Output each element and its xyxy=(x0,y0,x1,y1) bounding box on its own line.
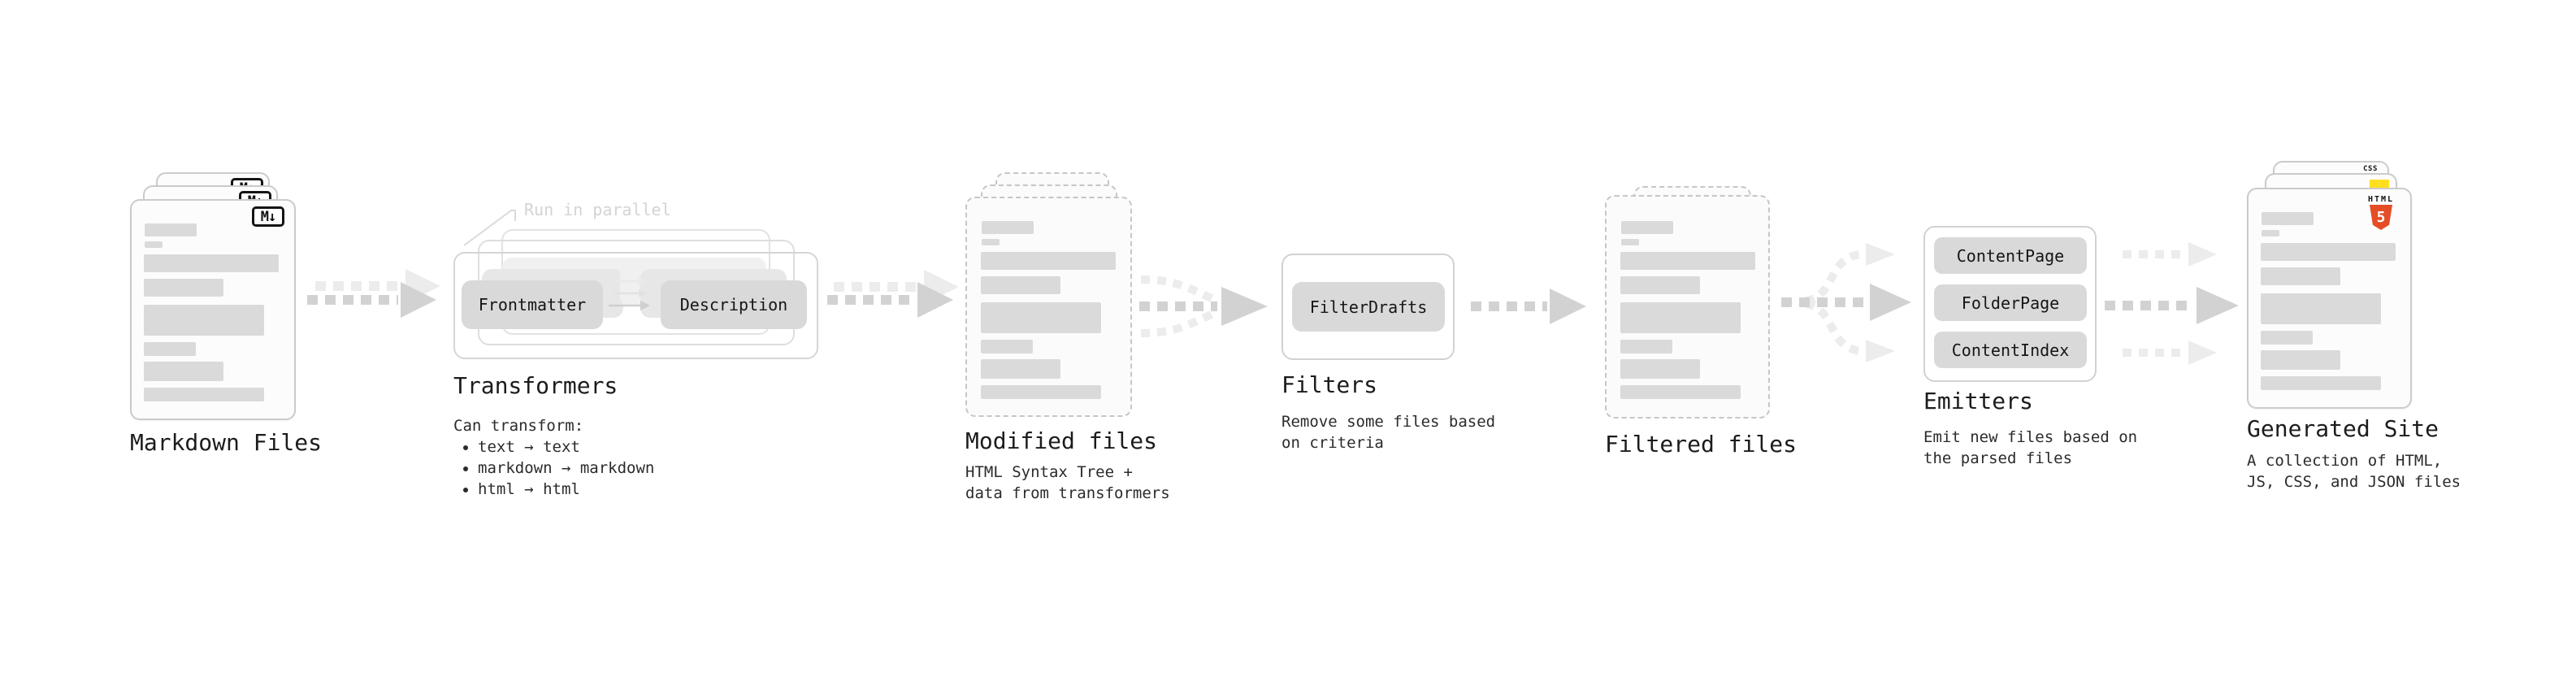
content-line xyxy=(144,305,264,336)
content-line xyxy=(1621,221,1673,234)
generated-html-card: HTML 5 xyxy=(2247,188,2412,409)
content-line xyxy=(1621,239,1639,245)
html5-icon-shield: 5 xyxy=(2370,205,2392,230)
js-icon xyxy=(2370,180,2389,190)
content-line xyxy=(1620,276,1700,294)
content-line xyxy=(982,239,1000,245)
content-line xyxy=(145,223,197,236)
arrow-modified-to-filters xyxy=(1139,275,1268,337)
content-line xyxy=(2261,376,2381,390)
contentindex-pill: ContentIndex xyxy=(1934,332,2087,368)
content-line xyxy=(2261,293,2381,324)
filters-heading: Filters xyxy=(1281,371,1378,398)
filters-description: Remove some files based on criteria xyxy=(1281,413,1496,452)
content-line xyxy=(144,254,279,272)
filterdrafts-pill: FilterDrafts xyxy=(1292,282,1445,332)
modified-files-label: Modified files xyxy=(965,427,1158,454)
content-line xyxy=(2262,230,2279,236)
transformers-sub-title: Can transform: xyxy=(453,417,584,435)
content-line xyxy=(2261,350,2340,370)
filtered-file-card-front xyxy=(1605,195,1770,419)
run-in-parallel-annotation: Run in parallel xyxy=(524,200,671,219)
folderpage-pill: FolderPage xyxy=(1934,284,2087,321)
markdown-icon: M↓ xyxy=(252,206,284,227)
html5-icon-number: 5 xyxy=(2376,208,2386,226)
transformers-heading: Transformers xyxy=(453,372,618,399)
arrow-filtered-to-emitters xyxy=(1781,243,1911,362)
content-line xyxy=(1620,252,1755,270)
contentpage-pill: ContentPage xyxy=(1934,237,2087,274)
modified-files-description: HTML Syntax Tree + data from transformer… xyxy=(965,463,1170,502)
content-line xyxy=(2262,212,2314,225)
transformers-bullet-list: text → text markdown → markdown html → h… xyxy=(453,436,654,500)
css-icon-label: CSS xyxy=(2363,165,2378,173)
bullet-item: html → html xyxy=(478,479,654,500)
content-line xyxy=(981,340,1033,354)
content-line xyxy=(2261,267,2340,285)
content-line xyxy=(981,302,1101,333)
generated-site-description: A collection of HTML, JS, CSS, and JSON … xyxy=(2247,452,2461,491)
html5-icon-label: HTML xyxy=(2367,195,2395,204)
markdown-files-label: Markdown Files xyxy=(130,429,323,456)
content-line xyxy=(2261,243,2396,261)
bullet-item: text → text xyxy=(478,436,654,458)
arrow-markdown-to-transformers xyxy=(307,269,440,318)
modified-file-card-front xyxy=(965,197,1132,417)
content-line xyxy=(144,362,223,381)
arrow-emitters-to-generated xyxy=(2105,242,2239,365)
content-line xyxy=(1620,340,1672,354)
content-line xyxy=(2261,331,2313,345)
arrow-transformers-to-modified xyxy=(827,270,959,318)
transformer-layer-front xyxy=(453,252,818,359)
description-pill: Description xyxy=(661,280,807,329)
content-line xyxy=(982,221,1034,234)
generated-site-label: Generated Site xyxy=(2247,415,2439,442)
markdown-file-card-front: M↓ xyxy=(130,199,296,420)
emitters-heading: Emitters xyxy=(1923,388,2033,414)
content-line xyxy=(1620,385,1741,399)
filtered-files-label: Filtered files xyxy=(1605,431,1798,458)
content-line xyxy=(1620,302,1741,333)
content-line xyxy=(981,252,1116,270)
content-line xyxy=(145,241,163,248)
bullet-item: markdown → markdown xyxy=(478,458,654,479)
emitters-description: Emit new files based on the parsed files xyxy=(1923,428,2138,467)
arrow-filters-to-filtered xyxy=(1471,288,1586,324)
html5-icon: HTML 5 xyxy=(2363,195,2399,230)
content-line xyxy=(981,385,1101,399)
content-line xyxy=(144,388,264,401)
content-line xyxy=(1620,359,1700,379)
frontmatter-pill: Frontmatter xyxy=(462,280,603,329)
content-line xyxy=(981,359,1060,379)
content-line xyxy=(144,279,223,297)
content-line xyxy=(981,276,1060,294)
content-line xyxy=(144,342,196,356)
